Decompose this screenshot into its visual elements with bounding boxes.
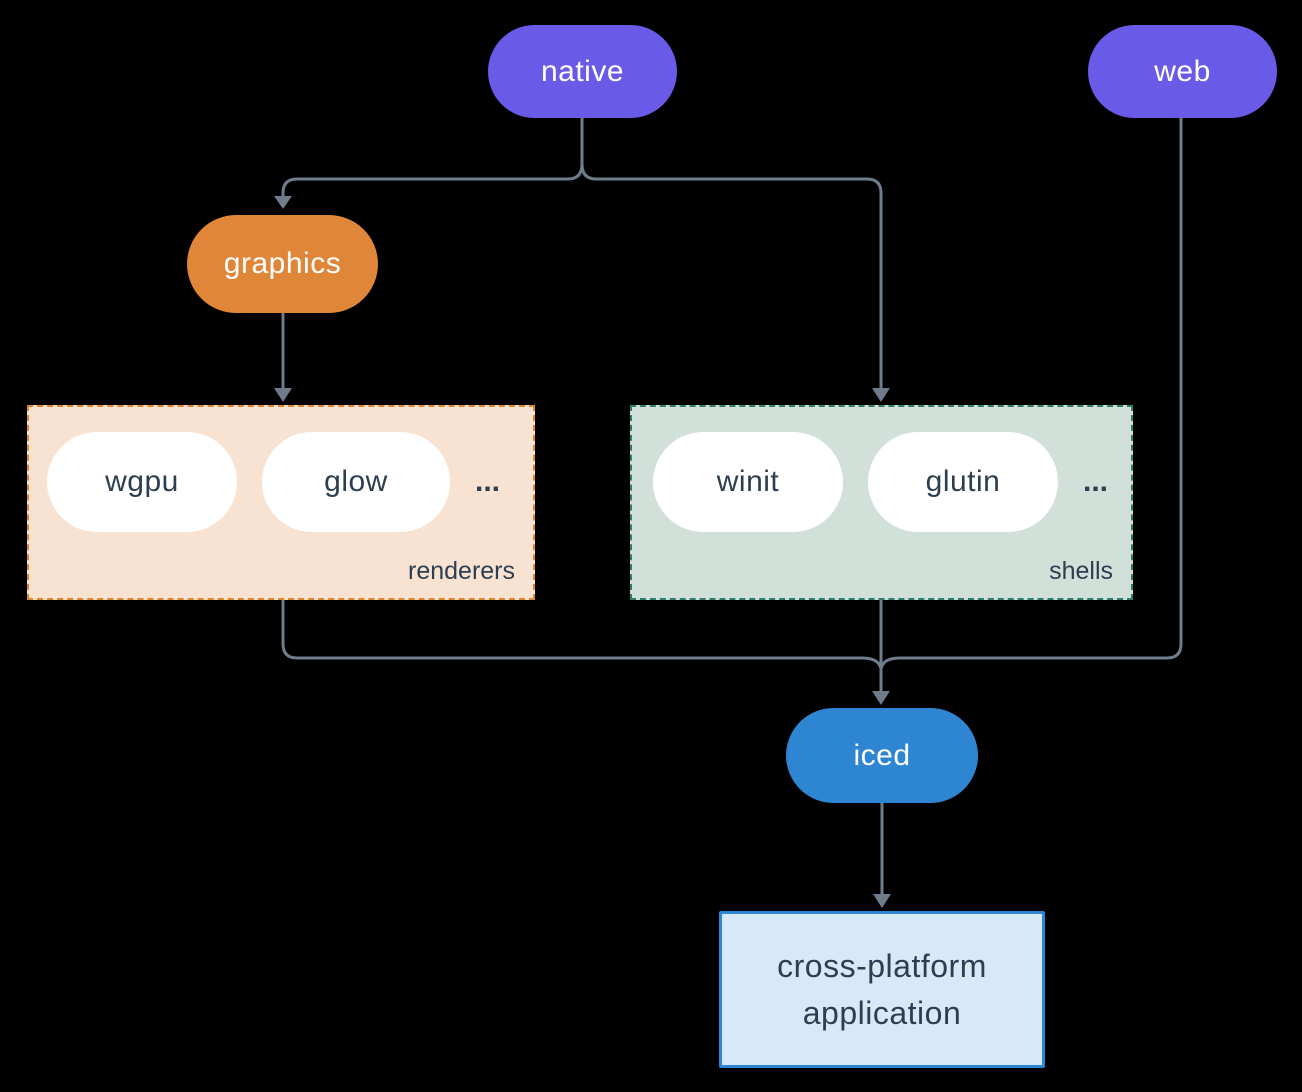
node-graphics: graphics — [187, 215, 378, 313]
node-native-label: native — [540, 54, 625, 88]
node-web: web — [1088, 25, 1277, 118]
node-iced: iced — [786, 708, 978, 803]
pill-glutin-label: glutin — [925, 465, 1001, 498]
arrowhead-application — [873, 894, 891, 908]
edge-web-iced — [879, 116, 1183, 671]
arrowhead-shells — [872, 388, 890, 402]
group-label-renderers: renderers — [408, 557, 515, 585]
node-iced-label: iced — [853, 738, 911, 772]
pill-winit-label: winit — [716, 465, 780, 498]
pill-glutin: glutin — [868, 432, 1058, 532]
group-renderers: wgpu glow ... renderers — [27, 405, 535, 600]
node-application-line1: cross-platform — [777, 947, 987, 984]
pill-glow: glow — [262, 432, 450, 532]
group-shells: winit glutin ... shells — [630, 405, 1133, 600]
pill-wgpu: wgpu — [47, 432, 237, 532]
arrowhead-graphics — [274, 196, 292, 209]
pill-wgpu-label: wgpu — [105, 465, 179, 498]
node-application: cross-platform application — [719, 911, 1045, 1068]
pill-winit: winit — [653, 432, 843, 532]
group-label-shells: shells — [1049, 557, 1113, 585]
ellipsis-shells: ... — [1083, 465, 1109, 498]
pill-glow-label: glow — [324, 465, 388, 498]
arrowhead-renderers — [274, 388, 292, 402]
node-web-label: web — [1154, 54, 1211, 88]
edge-renderers-iced — [281, 598, 883, 671]
edge-native-shells — [580, 162, 883, 391]
node-graphics-label: graphics — [223, 247, 342, 280]
arrowhead-iced — [872, 691, 890, 705]
ellipsis-renderers: ... — [475, 465, 501, 498]
node-application-line2: application — [802, 994, 962, 1031]
node-native: native — [488, 25, 677, 118]
edge-native-graphics — [281, 162, 584, 198]
